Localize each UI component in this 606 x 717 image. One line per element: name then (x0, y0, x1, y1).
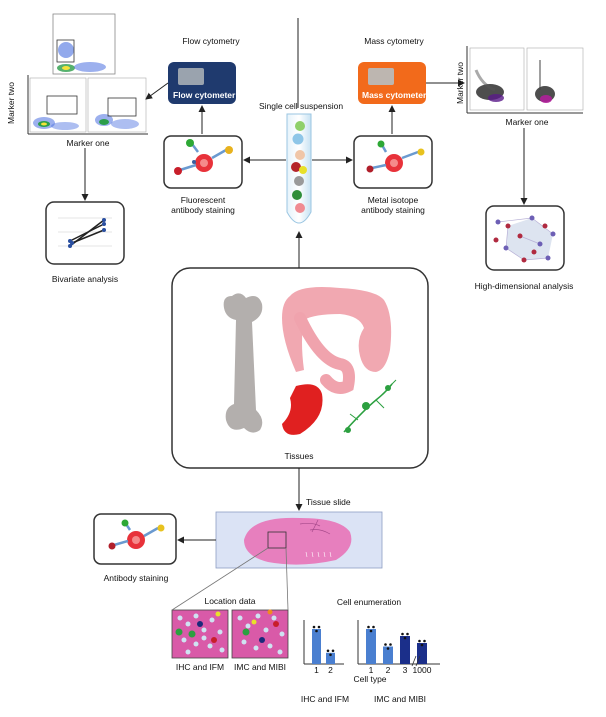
tick-label: 1 (368, 665, 374, 675)
top-scatter-plot (52, 13, 116, 75)
data-point (403, 636, 407, 640)
cell-enumeration-title: Cell enumeration (336, 597, 402, 607)
metal-staining-label: Metal isotope antibody staining (361, 195, 425, 215)
data-point (326, 649, 330, 653)
cell-type-xlabel: Cell type (353, 674, 387, 684)
chart-footer-imc: IMC and MIBI (374, 694, 426, 704)
location-image-ihc (171, 609, 229, 659)
flow-cytometry-title: Flow cytometry (182, 36, 240, 46)
data-point (401, 632, 404, 636)
bar-ihc-1 (312, 629, 321, 664)
data-point (423, 639, 426, 643)
metal-staining-box (353, 135, 433, 189)
fluorescent-staining-label: Fluorescent antibody staining (171, 195, 235, 215)
data-point (418, 639, 421, 643)
bivariate-label: Bivariate analysis (51, 274, 119, 284)
data-point (329, 653, 332, 657)
chart-footer-ihc: IHC and IFM (300, 694, 350, 704)
right-plot-ylabel: Marker two (455, 61, 465, 104)
tick-label: 1 (314, 665, 319, 675)
location-data-label: Location data (204, 596, 256, 606)
imc-mibi-image-label: IMC and MIBI (234, 662, 286, 672)
high-dimensional-analysis-box (485, 205, 565, 271)
data-point (315, 629, 318, 633)
data-point (389, 643, 392, 646)
bar-chart-imc (357, 620, 440, 667)
antibody-staining-box (93, 513, 177, 565)
data-point (312, 625, 316, 629)
data-point (386, 647, 390, 650)
flow-cytometer-device (168, 62, 236, 104)
test-tube (286, 113, 312, 224)
data-point (384, 643, 387, 646)
bivariate-analysis-box (45, 201, 125, 265)
data-point (406, 632, 409, 636)
tick-label: 1000 (412, 665, 432, 675)
tick-label: 3 (402, 665, 408, 675)
tick-label: 2 (328, 665, 333, 675)
zoom-line-right (285, 547, 289, 611)
fluorescent-staining-box (163, 135, 243, 189)
right-plot-xlabel: Marker one (505, 117, 549, 127)
suspension-label: Single cell suspension (258, 101, 344, 111)
data-point (420, 643, 424, 647)
high-dimensional-label: High-dimensional analysis (474, 281, 574, 291)
left-plot-ylabel: Marker two (6, 81, 16, 124)
zoom-line-left (171, 547, 269, 611)
tick-label: 2 (385, 665, 391, 675)
bar-imc-2 (383, 646, 393, 664)
left-plot-xlabel: Marker one (66, 138, 110, 148)
bar-imc-3 (400, 636, 410, 664)
data-point (331, 649, 335, 653)
data-point (317, 625, 321, 629)
bar-imc-1 (366, 629, 376, 664)
tissues-box (171, 267, 429, 469)
bar-ihc-2 (326, 652, 335, 664)
tissues-label: Tissues (284, 451, 314, 461)
tissue-slide (215, 511, 383, 569)
tissue-slide-label: Tissue slide (306, 497, 351, 507)
data-point (372, 625, 375, 629)
antibody-staining-label: Antibody staining (103, 573, 169, 583)
flow-cytometer-label: Flow cytometer (173, 90, 236, 100)
bar-imc-4 (417, 643, 427, 664)
bar-chart-ihc (303, 620, 344, 665)
location-image-imc (231, 609, 289, 659)
flow-arrows (81, 79, 528, 544)
mass-cytometer-label: Mass cytometer (362, 90, 427, 100)
data-point (367, 625, 370, 629)
left-scatter-plots (27, 75, 148, 135)
mass-cytometry-title: Mass cytometry (364, 36, 424, 46)
data-point (369, 629, 373, 633)
mass-cytometer-device (358, 62, 426, 104)
right-scatter-plots (466, 46, 584, 114)
ihc-ifm-image-label: IHC and IFM (175, 662, 225, 672)
